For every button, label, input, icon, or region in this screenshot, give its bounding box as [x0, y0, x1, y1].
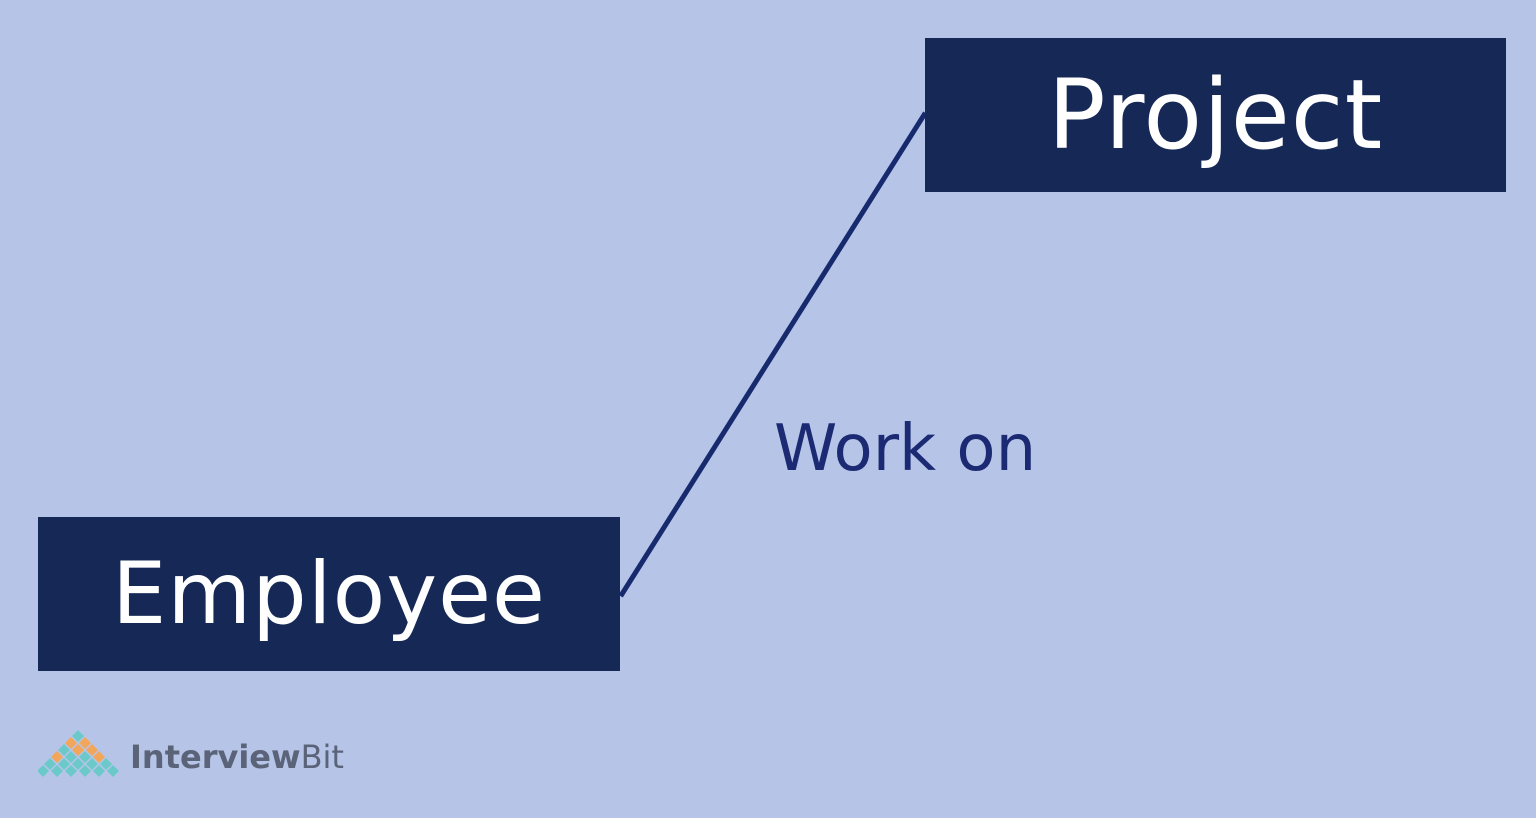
interviewbit-logo: InterviewBit	[38, 728, 344, 780]
relationship-label: Work on	[774, 412, 1037, 486]
entity-project-box: Project	[925, 38, 1506, 192]
entity-employee-label: Employee	[112, 544, 546, 644]
entity-employee-box: Employee	[38, 517, 620, 671]
entity-project-label: Project	[1047, 59, 1384, 171]
logo-text-bit: Bit	[300, 738, 344, 776]
interviewbit-logo-text: InterviewBit	[130, 732, 344, 776]
logo-text-interview: Interview	[130, 738, 301, 776]
interviewbit-logo-icon	[38, 730, 119, 777]
